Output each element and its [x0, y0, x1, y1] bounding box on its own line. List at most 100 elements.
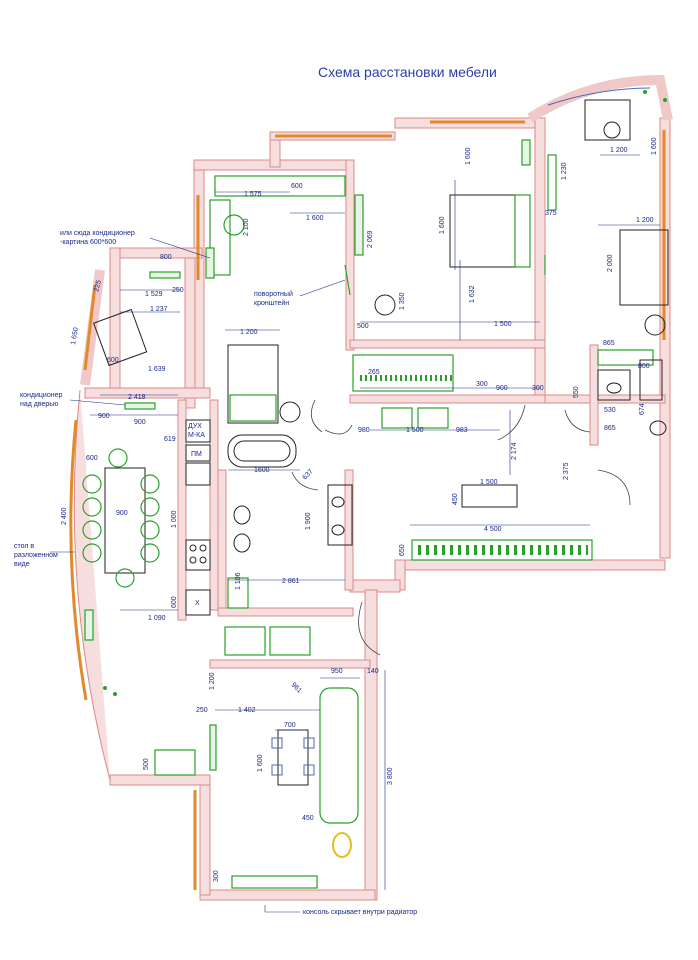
dim-label: 900 [116, 510, 128, 517]
hall-wardrobe [411, 539, 593, 561]
chair [82, 520, 102, 540]
wall [544, 394, 666, 404]
chair [82, 474, 102, 494]
dim-label: 800 [638, 363, 650, 370]
shelf [597, 349, 654, 366]
cabinet [154, 749, 196, 776]
chair [140, 520, 160, 540]
wall [199, 779, 211, 896]
bedroom-3-furniture [547, 90, 669, 336]
note-console: консоль скрывает внутри радиатор [303, 909, 417, 916]
dim-label: 500 [357, 323, 369, 330]
plant [663, 98, 667, 102]
bathroom-central [227, 434, 353, 609]
wall [534, 117, 546, 399]
kitchen-sink [185, 462, 211, 486]
door [497, 404, 526, 441]
dim-label: 1 500 [494, 321, 512, 328]
dim-label: 1 600 [306, 215, 324, 222]
toilet [649, 420, 667, 436]
dining-area [82, 271, 196, 776]
dim-label: 1 090 [148, 615, 166, 622]
wall [109, 247, 203, 259]
dim-label: 674 [639, 403, 646, 415]
wall [589, 344, 599, 446]
shower [639, 359, 663, 401]
dim-label: 600 [171, 596, 178, 608]
windows [69, 120, 666, 890]
wall [209, 659, 371, 669]
dim-label: 1 402 [238, 707, 256, 714]
wall [349, 394, 546, 404]
burner [189, 544, 197, 552]
dim-label: 1 600 [257, 754, 264, 772]
dim-label: 1 600 [439, 216, 446, 234]
dim-label: 265 [368, 369, 380, 376]
dim-label: 1 650 [70, 327, 80, 346]
burner [199, 556, 207, 564]
curved-wall-left [73, 389, 111, 781]
dim-label: 375 [545, 210, 557, 217]
wall [209, 399, 219, 611]
door [291, 471, 319, 491]
armchair [224, 626, 266, 656]
dim-label: 500 [143, 758, 150, 770]
angled-wall [80, 269, 105, 386]
bedroom-1-furniture [205, 175, 351, 424]
annotations: или сюда кондиционер -картина 600*600 по… [14, 230, 417, 916]
burner [199, 544, 207, 552]
console [231, 875, 318, 889]
wall [177, 399, 187, 621]
window [83, 284, 97, 371]
dim-label: 2 400 [61, 507, 68, 525]
dim-label: 1 529 [145, 291, 163, 298]
headboard [514, 194, 531, 268]
dim-label: 300 [532, 385, 544, 392]
wall [199, 889, 376, 901]
chair [82, 497, 102, 517]
label-microwave: М-КА [188, 432, 205, 439]
seat [271, 737, 283, 749]
nightstand [279, 401, 301, 423]
note-painting: -картина 600*600 [60, 239, 116, 246]
living-lower [209, 687, 359, 889]
door [597, 469, 631, 506]
sink-bowl [331, 524, 345, 536]
plant [113, 692, 117, 696]
dim-label: 1600 [254, 467, 270, 474]
desk-2 [584, 99, 631, 141]
curved-glass [547, 87, 651, 106]
dim-label: 980 [358, 427, 370, 434]
toilet [233, 505, 251, 525]
chair [223, 214, 245, 236]
wall [217, 607, 354, 617]
desk [209, 199, 231, 276]
dim-label: 450 [302, 815, 314, 822]
chair [140, 497, 160, 517]
armchair-yellow [332, 832, 352, 858]
note-swivel: поворотный [254, 290, 293, 298]
note-swivel-2: кронштейн [254, 299, 289, 307]
wall [364, 589, 378, 901]
door [324, 424, 353, 435]
dim-label: 900 [496, 385, 508, 392]
note-table: стол в [14, 543, 34, 550]
oven [185, 419, 211, 443]
dim-label: 1 600 [651, 137, 658, 155]
chair [108, 448, 128, 468]
armchair [269, 626, 311, 656]
dim-label: 637 [301, 468, 314, 481]
chair [82, 543, 102, 563]
chair [140, 543, 160, 563]
dim-label: 1 500 [406, 427, 424, 434]
dim-label: 300 [213, 870, 220, 882]
sink [597, 369, 631, 401]
dim-label: 1 106 [235, 572, 242, 590]
dim-label: 1 200 [240, 329, 258, 336]
dim-label: 1 000 [171, 510, 178, 528]
dim-label: 1 350 [399, 292, 406, 310]
dim-label: 1 600 [465, 147, 472, 165]
wardrobe [214, 175, 346, 197]
tv-panel [205, 247, 215, 279]
